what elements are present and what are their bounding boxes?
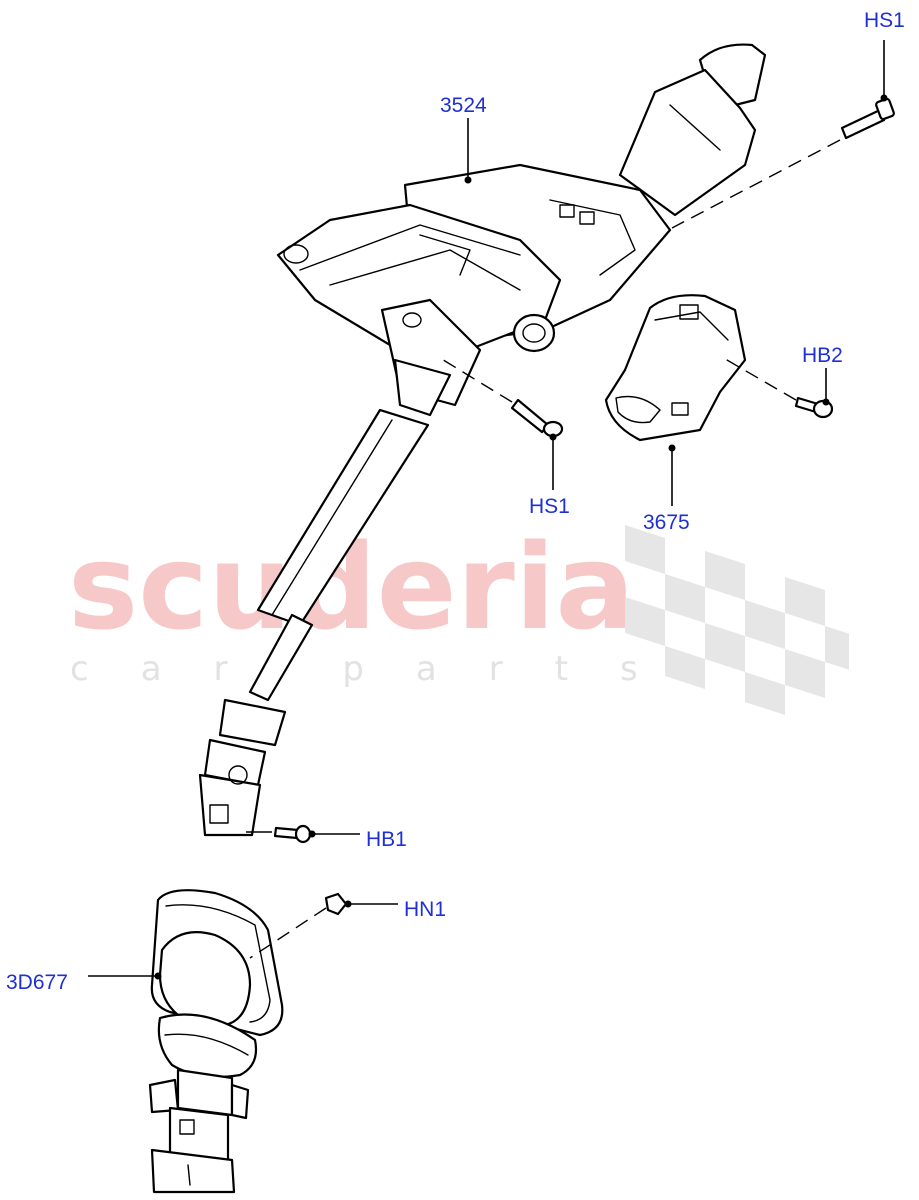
assembly-line-hs1-lower — [439, 357, 513, 403]
watermark-tagline: car parts — [70, 649, 690, 689]
label-hb1: HB1 — [366, 828, 407, 851]
label-hn1: HN1 — [404, 898, 446, 921]
bolt-hb1 — [273, 824, 312, 844]
intermediate-shaft — [198, 408, 430, 837]
leader-dot — [308, 830, 316, 838]
label-3524: 3524 — [440, 94, 487, 117]
bolt-hs1-lower — [510, 398, 564, 438]
lock-module — [604, 294, 747, 442]
leader-dot — [880, 94, 888, 102]
steering-column — [276, 43, 767, 417]
label-3d677: 3D677 — [6, 971, 68, 994]
leader-dot — [464, 176, 472, 184]
leader-dot — [822, 398, 830, 406]
label-hs1-lower: HS1 — [529, 495, 570, 518]
leader-dot — [549, 433, 557, 441]
bolt-hs1-top — [840, 97, 895, 140]
assembly-line-hn1 — [249, 907, 327, 959]
label-hs1-top: HS1 — [864, 9, 905, 32]
leader-dot — [344, 900, 352, 908]
steering-column-boot — [148, 889, 284, 1194]
watermark-checker-flag — [625, 525, 849, 715]
leader-dot — [668, 444, 676, 452]
leader-dot — [154, 972, 162, 980]
nut-hn1 — [324, 892, 348, 916]
assembly-line-hb2 — [719, 355, 797, 401]
label-hb2: HB2 — [802, 344, 843, 367]
leader-lines — [88, 40, 888, 980]
callout-labels: HS1 3524 HB2 HS1 3675 HB1 HN1 3D677 — [6, 9, 905, 994]
watermark: scuderia car parts — [68, 518, 849, 715]
assembly-line-hs1-top — [671, 139, 841, 229]
label-3675: 3675 — [643, 511, 690, 534]
